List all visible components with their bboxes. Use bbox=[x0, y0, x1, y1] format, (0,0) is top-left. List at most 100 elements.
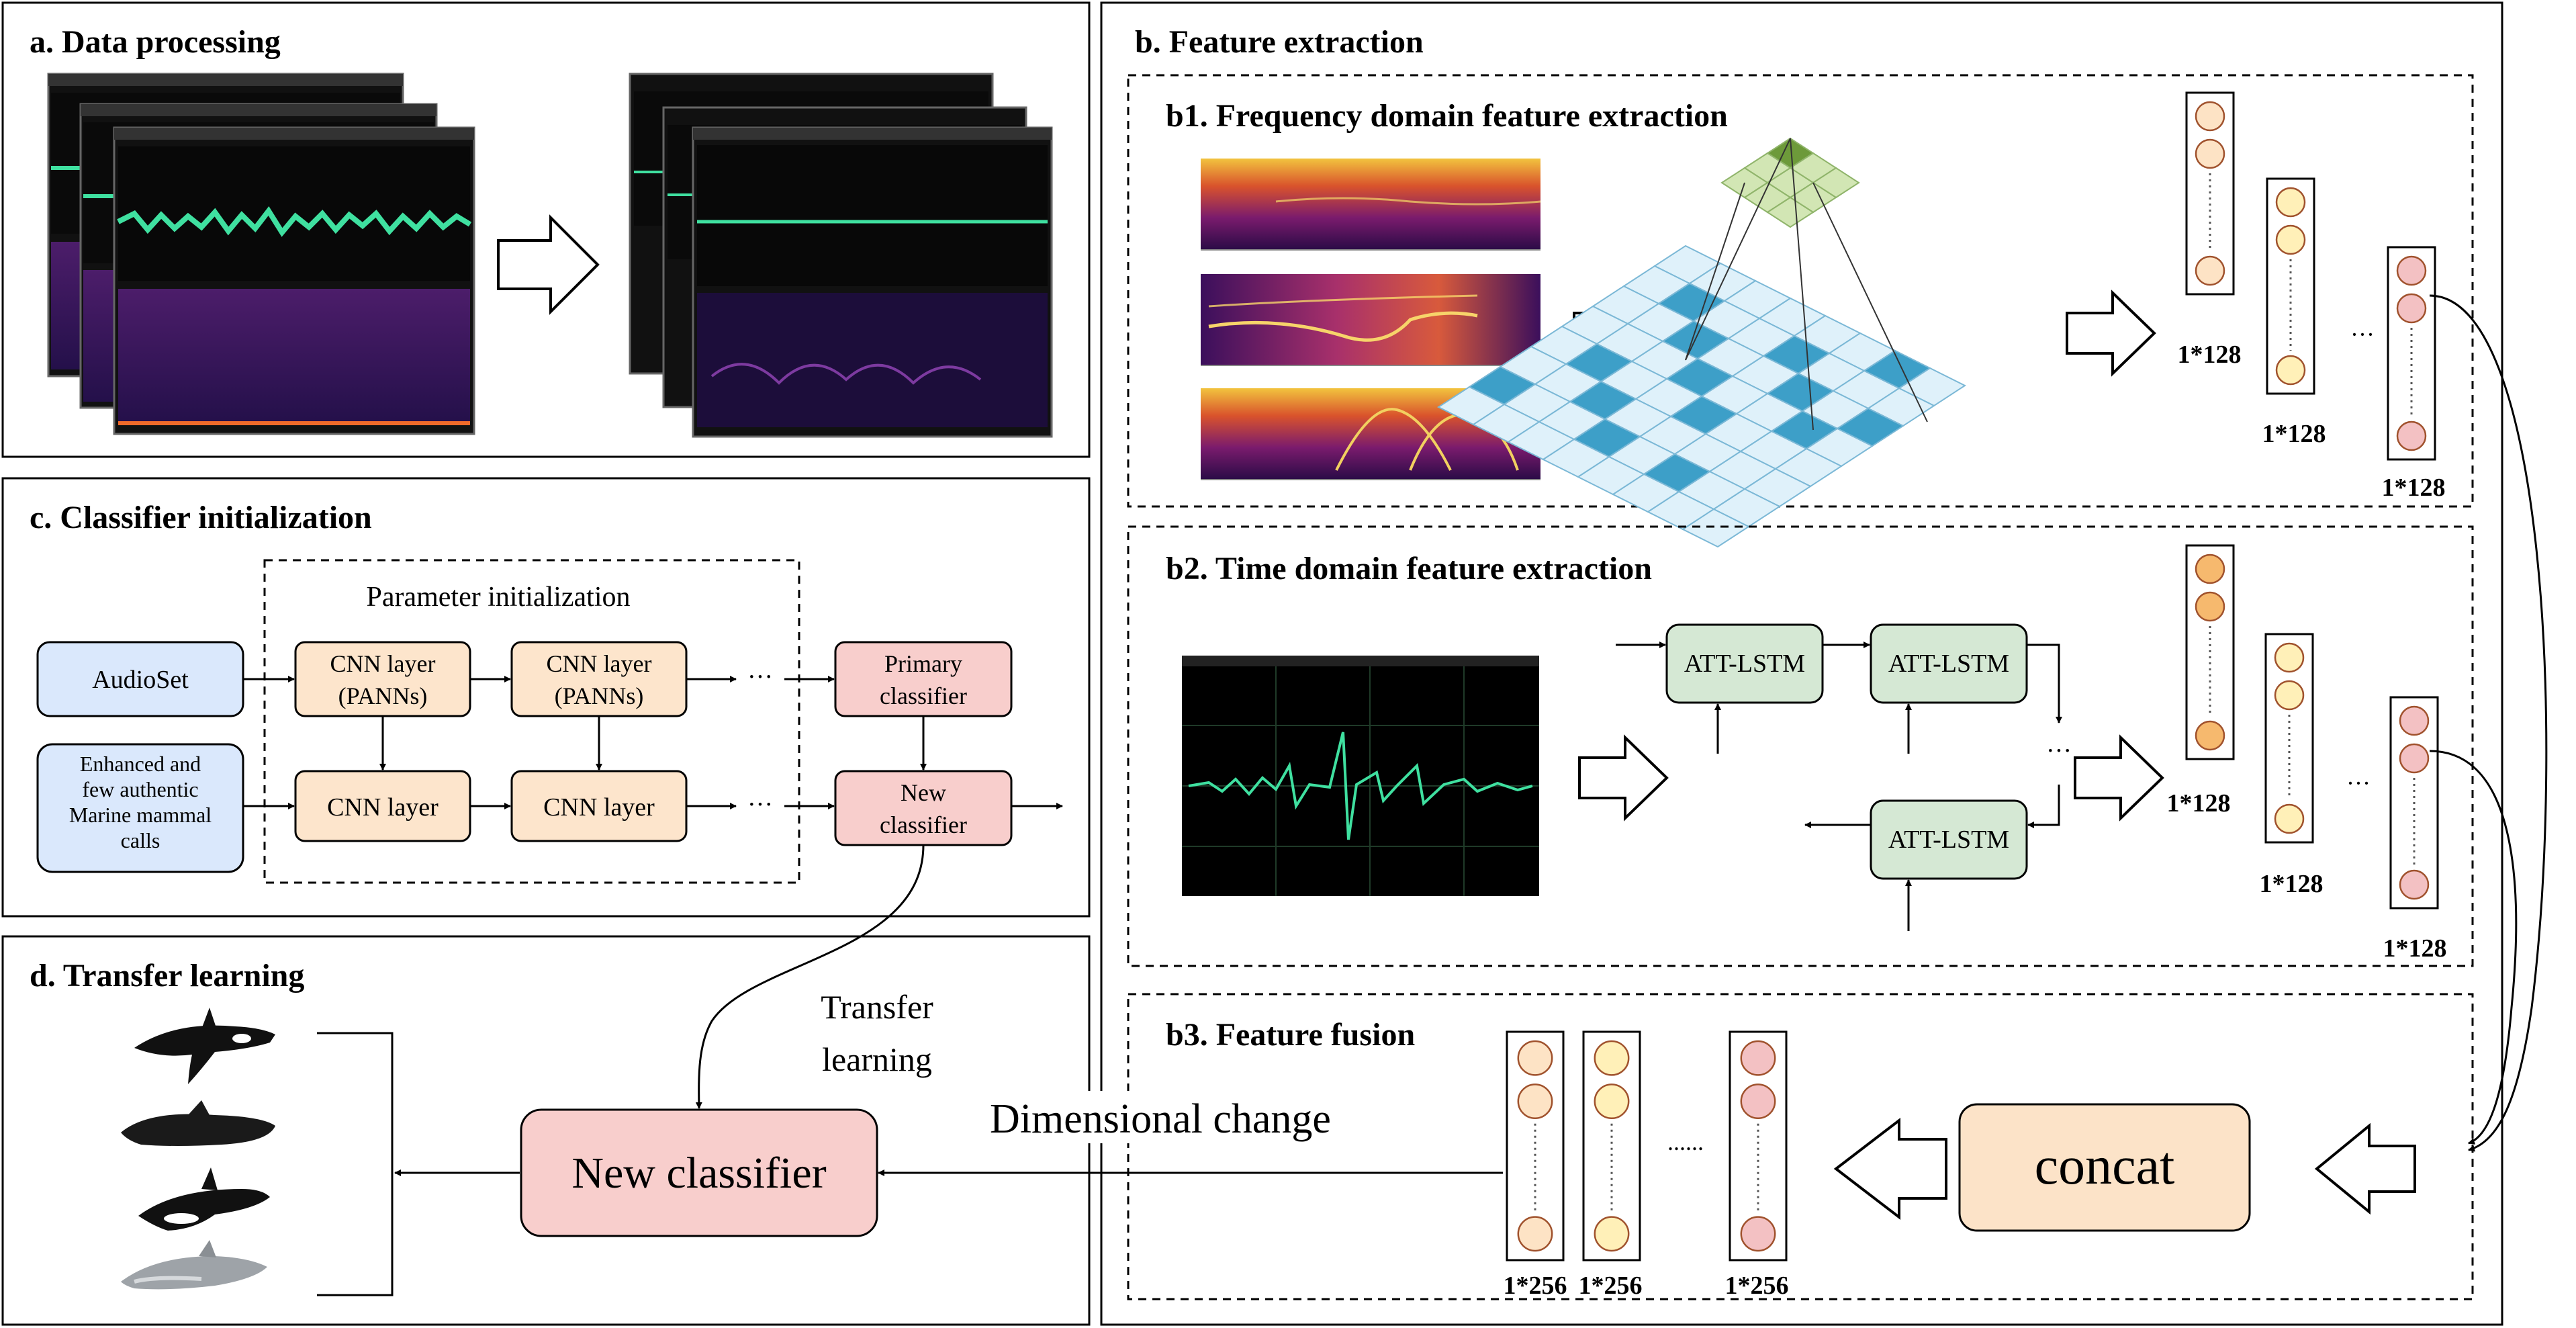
panel-classifier-initialization: c. Classifier initialization Parameter i… bbox=[1, 477, 1091, 918]
new-classifier-box-small: New classifier bbox=[834, 770, 1013, 846]
b3-feature-vectors bbox=[1506, 1030, 1788, 1261]
killer-whale-icon bbox=[138, 1167, 270, 1231]
vector-dots-b1: ··· bbox=[2350, 321, 2375, 348]
vector-label-b1-2: 1*128 bbox=[2262, 420, 2326, 448]
vector-dots-b2: ··· bbox=[2346, 770, 2371, 797]
feature-vector bbox=[2266, 177, 2315, 395]
svg-text:CNN layer: CNN layer bbox=[547, 650, 652, 677]
svg-text:CNN layer: CNN layer bbox=[543, 793, 655, 822]
feature-vector bbox=[2389, 696, 2439, 910]
audioset-box: AudioSet bbox=[36, 641, 244, 717]
svg-text:ATT-LSTM: ATT-LSTM bbox=[1684, 650, 1805, 678]
hollow-arrow-b1-2 bbox=[2066, 290, 2156, 377]
svg-text:AudioSet: AudioSet bbox=[92, 666, 189, 694]
svg-text:classifier: classifier bbox=[880, 682, 967, 709]
projection-line bbox=[1685, 182, 1745, 361]
dimensional-change-label: Dimensional change bbox=[990, 1096, 1331, 1142]
denoised-audio-screenshots bbox=[629, 73, 1053, 438]
panel-title-b1: b1. Frequency domain feature extraction bbox=[1166, 98, 1728, 134]
hollow-arrow-b2-1 bbox=[1578, 734, 1669, 822]
panel-c-arrows bbox=[243, 676, 1063, 809]
panel-b1-frequency: b1. Frequency domain feature extraction bbox=[1127, 74, 2474, 548]
transfer-learning-curve bbox=[695, 844, 925, 1109]
svg-text:New: New bbox=[901, 779, 946, 806]
panel-title-data-processing: a. Data processing bbox=[30, 24, 281, 60]
parameter-initialization-group bbox=[263, 559, 800, 884]
svg-text:few authentic: few authentic bbox=[82, 777, 198, 801]
lstm-arrows bbox=[1616, 641, 2062, 931]
svg-text:calls: calls bbox=[121, 828, 160, 852]
clean-screenshot-front bbox=[692, 126, 1053, 438]
svg-text:Marine mammal: Marine mammal bbox=[69, 803, 212, 827]
lstm-ellipsis: ··· bbox=[2046, 737, 2072, 765]
cnn-panns-box-2: CNN layer (PANNs) bbox=[510, 641, 688, 717]
panel-title-b2: b2. Time domain feature extraction bbox=[1166, 551, 1652, 586]
att-lstm-cell-2: ATT-LSTM bbox=[1870, 623, 2028, 704]
vector-label-b3-1: 1*256 bbox=[1504, 1272, 1567, 1300]
svg-text:Enhanced and: Enhanced and bbox=[80, 752, 201, 776]
panel-title-feature-extraction: b. Feature extraction bbox=[1135, 24, 1424, 60]
parameter-initialization-label: Parameter initialization bbox=[366, 582, 630, 613]
panel-b3-fusion: b3. Feature fusion 1*256 1*256 1*256 ...… bbox=[1127, 993, 2474, 1300]
cnn-layer-box-2: CNN layer bbox=[510, 770, 688, 842]
b1-to-fusion-arrow bbox=[2429, 294, 2548, 1152]
panel-title-b3: b3. Feature fusion bbox=[1166, 1017, 1415, 1053]
ellipsis-bottom: ··· bbox=[747, 791, 773, 819]
att-lstm-cell-3: ATT-LSTM bbox=[1870, 799, 2028, 880]
cnn-panns-box-1: CNN layer (PANNs) bbox=[294, 641, 471, 717]
hollow-arrow-b3-1 bbox=[1833, 1117, 1947, 1221]
projection-line bbox=[1790, 138, 1814, 431]
vector-label-b2-1: 1*128 bbox=[2167, 789, 2231, 817]
vector-label-b2-2: 1*128 bbox=[2260, 870, 2324, 898]
panel-title-classifier-initialization: c. Classifier initialization bbox=[30, 500, 372, 535]
feature-vector bbox=[2185, 91, 2235, 296]
mammal-bracket bbox=[317, 1032, 394, 1296]
transfer-learning-label-1: Transfer bbox=[821, 988, 933, 1026]
dimensional-change-label-bg bbox=[956, 1091, 1365, 1143]
vector-label-b1-1: 1*128 bbox=[2178, 341, 2242, 369]
svg-text:Primary: Primary bbox=[884, 650, 962, 677]
grid-cell bbox=[1681, 508, 1751, 548]
pilot-whale-icon bbox=[121, 1100, 275, 1146]
vector-label-b3-3: 1*256 bbox=[1725, 1272, 1789, 1300]
panel-data-processing: a. Data processing bbox=[1, 1, 1091, 458]
raw-audio-screenshots bbox=[47, 73, 475, 435]
primary-classifier-box: Primary classifier bbox=[834, 641, 1013, 717]
feature-vector bbox=[1729, 1030, 1788, 1261]
cnn-layer-box-1: CNN layer bbox=[294, 770, 471, 842]
new-classifier-box: New classifier bbox=[520, 1108, 878, 1237]
feature-vector bbox=[1506, 1030, 1565, 1261]
svg-text:ATT-LSTM: ATT-LSTM bbox=[1888, 826, 2009, 854]
panel-b2-time: b2. Time domain feature extraction ATT-L… bbox=[1127, 525, 2474, 967]
time-domain-waveform bbox=[1182, 656, 1539, 896]
svg-text:classifier: classifier bbox=[880, 811, 967, 838]
kernel-cell bbox=[1766, 196, 1814, 228]
feature-vector bbox=[2185, 544, 2235, 760]
feature-vector bbox=[1582, 1030, 1641, 1261]
screenshot-front bbox=[113, 126, 475, 435]
b2-to-fusion-arrow bbox=[2429, 750, 2518, 1145]
svg-text:CNN layer: CNN layer bbox=[330, 650, 436, 677]
svg-text:(PANNs): (PANNs) bbox=[338, 682, 428, 709]
att-lstm-cell-1: ATT-LSTM bbox=[1665, 623, 1824, 704]
orca-icon bbox=[134, 1008, 275, 1084]
vector-label-b3-2: 1*256 bbox=[1579, 1272, 1643, 1300]
panel-title-transfer-learning: d. Transfer learning bbox=[30, 958, 304, 993]
vector-label-b1-3: 1*128 bbox=[2382, 474, 2446, 502]
svg-text:CNN layer: CNN layer bbox=[327, 793, 439, 822]
concat-box: concat bbox=[1958, 1103, 2251, 1232]
feature-vector bbox=[2387, 246, 2436, 461]
ellipsis-top: ··· bbox=[747, 663, 773, 691]
noisy-waveform bbox=[117, 206, 472, 237]
hollow-arrow-a bbox=[497, 214, 600, 315]
svg-text:concat: concat bbox=[2035, 1137, 2175, 1196]
b2-feature-vectors bbox=[2185, 544, 2439, 910]
vector-label-b2-3: 1*128 bbox=[2383, 934, 2447, 963]
projection-line bbox=[1812, 182, 1928, 423]
dolphin-icon bbox=[121, 1240, 267, 1290]
panel-feature-extraction: b. Feature extraction b1. Frequency doma… bbox=[878, 1, 2548, 1326]
hollow-arrow-b3-2 bbox=[2314, 1122, 2416, 1215]
enhanced-calls-box: Enhanced and few authentic Marine mammal… bbox=[36, 743, 244, 873]
projection-line bbox=[1685, 138, 1791, 361]
